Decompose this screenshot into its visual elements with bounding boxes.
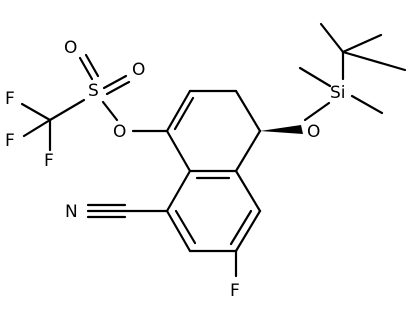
atom-o-sulfonyl-2: O bbox=[132, 60, 145, 80]
bond-c4-c3-inner bbox=[229, 209, 253, 246]
bond-s-o1-b bbox=[84, 53, 100, 78]
bond-c-f1 bbox=[20, 102, 52, 122]
bond-s-o-ester bbox=[101, 100, 119, 122]
bond-c4a-c4 bbox=[234, 169, 262, 213]
bond-ctert-me2 bbox=[341, 33, 383, 54]
bond-c6-c5 bbox=[234, 89, 262, 133]
bond-c8-c7-inner bbox=[173, 96, 195, 131]
bond-c5-c4a bbox=[234, 129, 262, 173]
bond-ctert-me1 bbox=[319, 22, 345, 54]
bond-c-s bbox=[48, 98, 86, 122]
atom-o-sulfonyl-1: O bbox=[64, 38, 77, 58]
atom-o-ether: O bbox=[307, 122, 320, 142]
stereo-wedge-bond bbox=[260, 125, 303, 134]
bond-si-methyl-left bbox=[298, 66, 332, 88]
atom-f2: F bbox=[5, 131, 15, 151]
bond-si-methyl-right bbox=[350, 94, 384, 115]
bond-s-o1-a bbox=[78, 56, 94, 81]
atom-n: N bbox=[65, 202, 78, 222]
bond-c1-c8a bbox=[165, 169, 192, 213]
bond-c4-c3 bbox=[234, 209, 262, 253]
atom-s: S bbox=[88, 81, 99, 101]
atom-f-ring: F bbox=[230, 281, 240, 301]
bond-s-o2-a bbox=[102, 74, 128, 90]
atom-si: Si bbox=[330, 83, 346, 103]
atom-labels: F F F S O O O Si O N F bbox=[5, 38, 346, 301]
atom-o-ester: O bbox=[113, 122, 126, 142]
bond-o-si bbox=[303, 101, 331, 122]
bond-c8-c7 bbox=[165, 89, 192, 133]
bond-c2-c1-inner bbox=[174, 209, 197, 245]
bond-lines bbox=[20, 22, 407, 278]
atom-f1: F bbox=[5, 89, 15, 109]
atom-f3: F bbox=[44, 151, 54, 171]
bond-c-f2 bbox=[22, 118, 52, 138]
bond-c2-c1 bbox=[165, 209, 192, 253]
bond-s-o2-b bbox=[105, 80, 131, 96]
bond-ctert-me3 bbox=[341, 50, 407, 72]
bond-c8-c8a bbox=[165, 129, 192, 173]
